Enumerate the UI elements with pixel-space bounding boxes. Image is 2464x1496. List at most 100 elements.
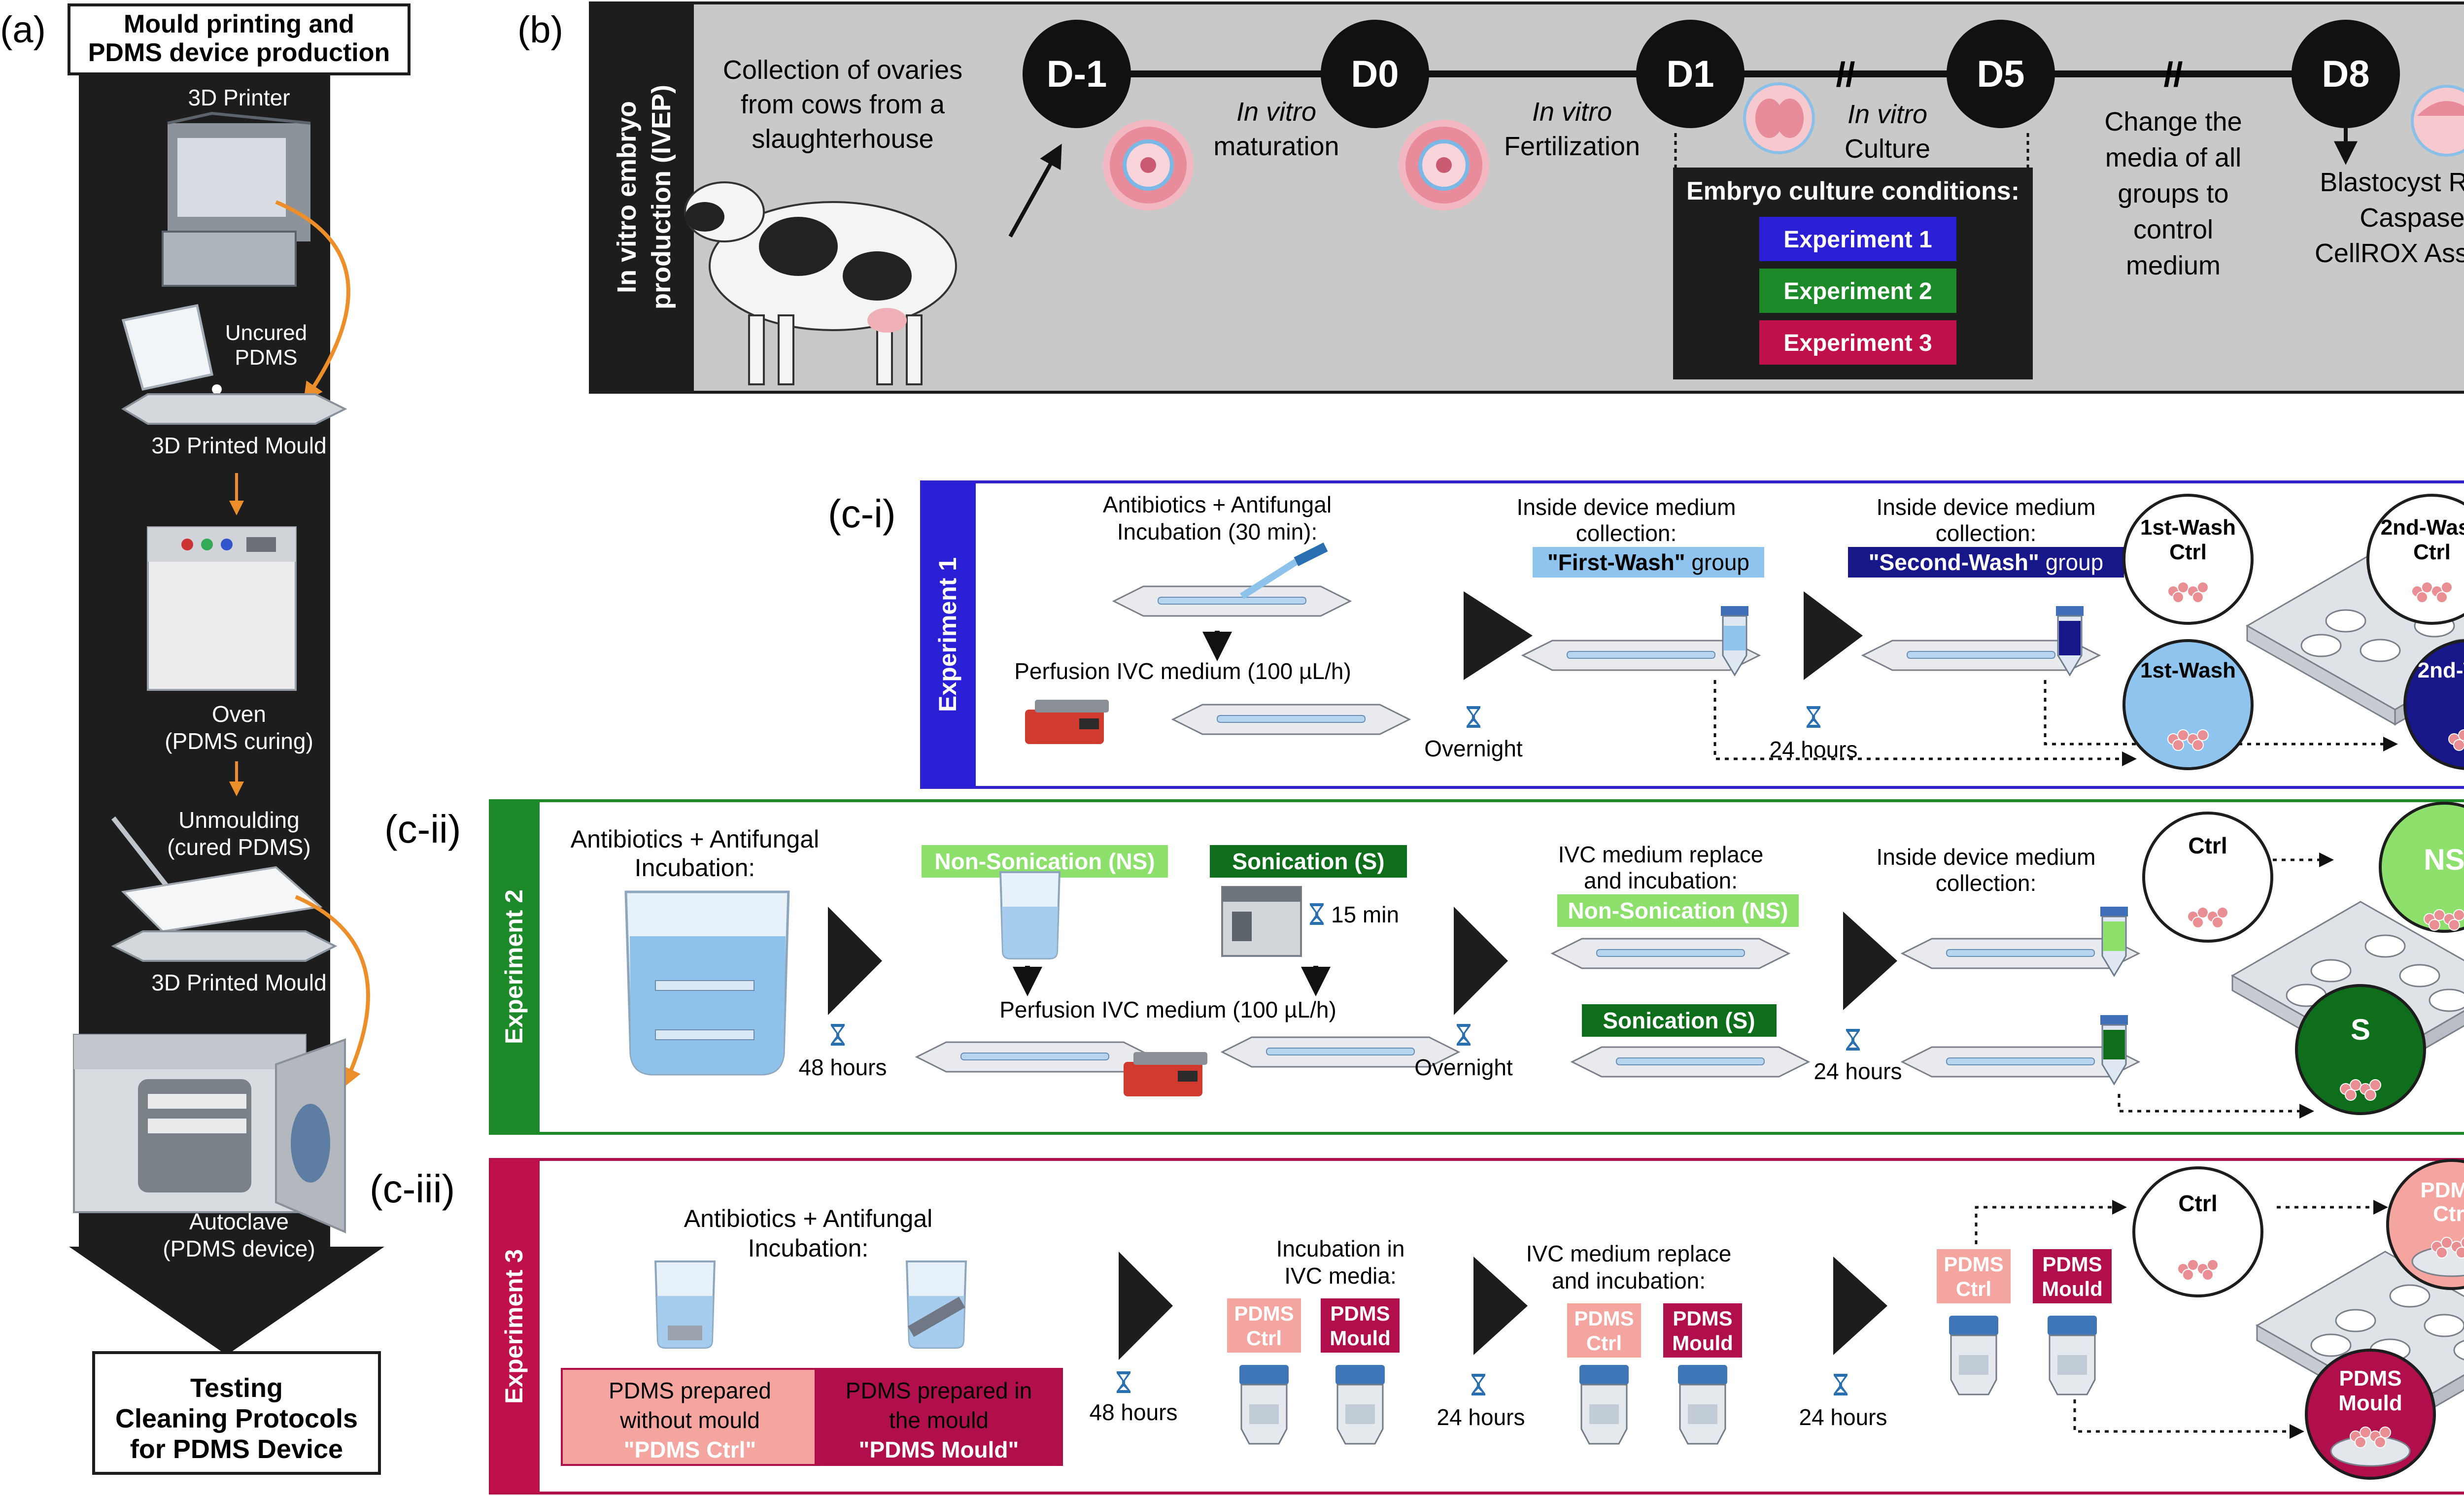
ciii-tag-mould-3-line2: Mould xyxy=(2042,1277,2103,1300)
cii-overnight: Overnight xyxy=(1414,1054,1513,1080)
day-d0-label: D0 xyxy=(1351,53,1399,95)
day-d1-label: D1 xyxy=(1666,53,1714,95)
cii-perfusion: Perfusion IVC medium (100 µL/h) xyxy=(999,997,1336,1022)
cii-s-text-2: Sonication (S) xyxy=(1603,1008,1755,1033)
oocyte-icon xyxy=(1103,120,1194,210)
ciii-falcon-2 xyxy=(1335,1364,1386,1445)
ciii-circle-ctrl-text: Ctrl xyxy=(2178,1190,2217,1216)
assay-line2: Caspase xyxy=(2360,203,2464,233)
cii-small-beaker xyxy=(999,871,1061,959)
cii-incubation-line1: Antibiotics + Antifungal xyxy=(571,825,820,853)
ci-collection1-line2: collection: xyxy=(1576,520,1677,546)
ciii-circle-ctrl: Ctrl xyxy=(2132,1166,2263,1297)
ciii-circle-pdms-ctrl-line2: Ctrl xyxy=(2433,1202,2464,1226)
collection-line3: slaughterhouse xyxy=(752,124,933,154)
cow-to-d-1-arrow xyxy=(1008,143,1062,238)
ciii-tag-ctrl-1 xyxy=(1227,1298,1301,1353)
ci-step-arrow-1 xyxy=(1464,591,1533,680)
ciii-ivc-line1: Incubation in xyxy=(1276,1236,1405,1261)
cii-sonication-tag xyxy=(1210,845,1407,878)
ciii-tag-ctrl-2-line2: Ctrl xyxy=(1586,1331,1622,1355)
ci-circle-1st-text: 1st-Wash xyxy=(2140,658,2236,682)
break-mark-1: // xyxy=(1836,55,1855,94)
maturation-line1: In vitro xyxy=(1236,97,1316,127)
panel-a-title-line1: Mould printing and xyxy=(124,10,354,38)
change-line3: groups to xyxy=(2118,179,2228,208)
ciii-circle-pdms-mould-line2: Mould xyxy=(2338,1391,2402,1415)
panel-b-label: (b) xyxy=(517,9,563,51)
oven-line1: Oven xyxy=(212,701,266,727)
ci-collection1-line1: Inside device medium xyxy=(1517,494,1736,520)
day-d8-label: D8 xyxy=(2322,53,2369,95)
ciii-mould-box-line1: PDMS prepared in xyxy=(846,1378,1032,1403)
experiment-1-text: Experiment 1 xyxy=(1783,227,1932,253)
panel-b-side-line2: production (IVEP) xyxy=(647,85,676,309)
collection-line2: from cows from a xyxy=(741,90,945,119)
fertilization-line2: Fertilization xyxy=(1504,132,1640,161)
mould-tray-1 xyxy=(121,393,347,425)
ci-dotted-1 xyxy=(1713,680,2137,766)
ciii-tag-ctrl-1-line2: Ctrl xyxy=(1246,1326,1282,1350)
panel-a-label: (a) xyxy=(0,9,46,51)
cii-chip-1 xyxy=(916,1041,1154,1073)
day-d8: D8 xyxy=(2292,20,2400,128)
panel-ci: (c-i) Experiment 1 Antibiotics + Antifun… xyxy=(828,480,2464,789)
ciii-48hours: 48 hours xyxy=(1089,1399,1177,1425)
cii-collection-line1: Inside device medium xyxy=(1877,844,2096,870)
ciii-falcon-6 xyxy=(2047,1315,2098,1395)
fertilized-oocyte-icon xyxy=(1399,120,1489,210)
ciii-falcon-3 xyxy=(1578,1364,1630,1445)
cii-chip-4 xyxy=(1571,1046,1810,1078)
panel-b: (b) In vitro embryo production (IVEP) Co… xyxy=(517,1,2464,394)
experiment-2-text: Experiment 2 xyxy=(1783,278,1932,305)
ciii-mould-box-line2: the mould xyxy=(889,1407,989,1433)
cii-ns-text-2: Non-Sonication (NS) xyxy=(1568,898,1788,923)
panel-ciii-side xyxy=(490,1159,540,1493)
ciii-falcon-4 xyxy=(1677,1364,1728,1445)
embryo-2cell-icon xyxy=(1743,82,1815,154)
cii-circle-ns-text: NS xyxy=(2424,843,2464,876)
mould1-label: 3D Printed Mould xyxy=(151,433,326,458)
cii-s-tag-2 xyxy=(1582,1004,1777,1037)
experiment-1-tag xyxy=(1759,217,1956,261)
cii-15min: 15 min xyxy=(1331,902,1399,927)
ciii-incubation-line2: Incubation: xyxy=(748,1234,869,1262)
collection-line1: Collection of ovaries xyxy=(723,55,962,85)
cii-sonicator-icon xyxy=(1221,886,1302,957)
cii-ns-tag-2 xyxy=(1557,894,1799,927)
mould2-label: 3D Printed Mould xyxy=(151,970,326,995)
ciii-tag-mould-1-line1: PDMS xyxy=(1330,1302,1390,1325)
autoclave-line2: (PDMS device) xyxy=(163,1236,315,1261)
cii-circle-ctrl-text: Ctrl xyxy=(2188,833,2227,858)
autoclave-icon xyxy=(73,1034,346,1234)
printer-icon xyxy=(162,111,311,287)
assay-line1: Blastocyst Rate xyxy=(2320,168,2464,197)
ciii-ctrl-box-line1: PDMS prepared xyxy=(609,1378,771,1403)
second-wash-text: "Second-Wash" group xyxy=(1869,549,2104,575)
cii-circle-ctrl: Ctrl xyxy=(2142,812,2273,943)
blastocyst-icon xyxy=(2411,85,2464,157)
cii-pump xyxy=(1124,1052,1207,1096)
ciii-ctrl-box-line3: "PDMS Ctrl" xyxy=(624,1437,756,1462)
ci-dotted-2 xyxy=(2044,680,2398,751)
ci-circle-1st-ctrl: 1st-Wash Ctrl xyxy=(2122,494,2254,625)
oven-line2: (PDMS curing) xyxy=(165,728,313,754)
ciii-mould-box-line3: "PDMS Mould" xyxy=(859,1437,1019,1462)
conditions-title: Embryo culture conditions: xyxy=(1686,177,2019,205)
cii-chip-3 xyxy=(1551,938,1790,969)
day-d0: D0 xyxy=(1321,20,1429,128)
cii-collection-line2: collection: xyxy=(1936,870,2037,896)
panel-ci-side xyxy=(922,482,976,787)
experiment-2-tag xyxy=(1759,269,1956,313)
ciii-circle-pdms-ctrl-line1: PDMS xyxy=(2420,1178,2464,1202)
cow-icon xyxy=(684,181,957,385)
panel-cii: (c-ii) Experiment 2 Antibiotics + Antifu… xyxy=(384,799,2464,1135)
ciii-circle-pdms-mould-dish xyxy=(2330,1435,2411,1467)
unmoulding-icon xyxy=(111,816,338,962)
cii-step-arrow-1 xyxy=(828,907,882,1015)
ci-collection2-line2: collection: xyxy=(1936,520,2037,546)
ciii-tag-mould-3 xyxy=(2033,1249,2112,1303)
ci-incubation-line2: Incubation (30 min): xyxy=(1117,519,1318,544)
printer-label: 3D Printer xyxy=(188,85,290,110)
